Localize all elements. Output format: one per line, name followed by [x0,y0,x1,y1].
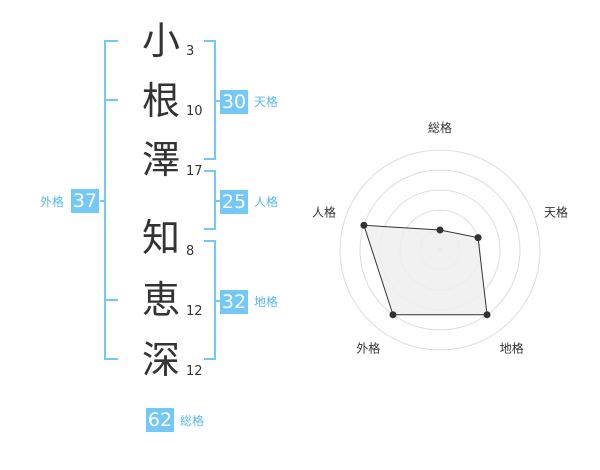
radar-axis-label: 地格 [500,341,524,356]
radar-axis-label: 外格 [356,341,380,356]
radar-axis-label: 総格 [428,120,452,135]
stroke-count-5: 12 [186,304,203,319]
name-char-1: 小 [141,19,180,63]
gaikaku-value: 37 [71,189,99,213]
tenkaku-label: 天格 [254,95,279,109]
soukaku-label: 総格 [180,414,205,428]
soukaku-value: 62 [146,408,174,432]
name-char-5: 恵 [141,278,180,322]
radar-point [389,311,397,319]
chikaku-label: 地格 [254,295,279,309]
radar-point [360,221,368,229]
stroke-count-1: 3 [186,44,195,59]
jinkaku-value: 25 [220,190,248,214]
gaikaku-label: 外格 [40,195,65,209]
jinkaku-label: 人格 [254,195,279,209]
radar-points [360,221,491,319]
radar-axis-label: 人格 [312,204,336,219]
name-char-2: 根 [141,79,180,123]
name-char-3: 澤 [141,138,180,182]
radar-polygon [363,224,488,316]
chikaku-value: 32 [220,290,248,314]
radar-shape [363,224,488,316]
radar-point [436,226,444,234]
name-char-4: 知 [141,216,180,260]
radar-point [474,234,482,242]
stroke-count-6: 12 [186,364,203,379]
radar-axis-label: 天格 [544,204,568,219]
name-char-6: 深 [141,338,180,382]
stroke-count-4: 8 [186,244,195,259]
tenkaku-value: 30 [220,90,248,114]
radar-grid-ring [359,169,521,331]
radar-point [483,311,491,319]
radar-grid-ring [339,149,541,351]
stroke-count-3: 17 [186,164,203,179]
stroke-count-2: 10 [186,104,203,119]
